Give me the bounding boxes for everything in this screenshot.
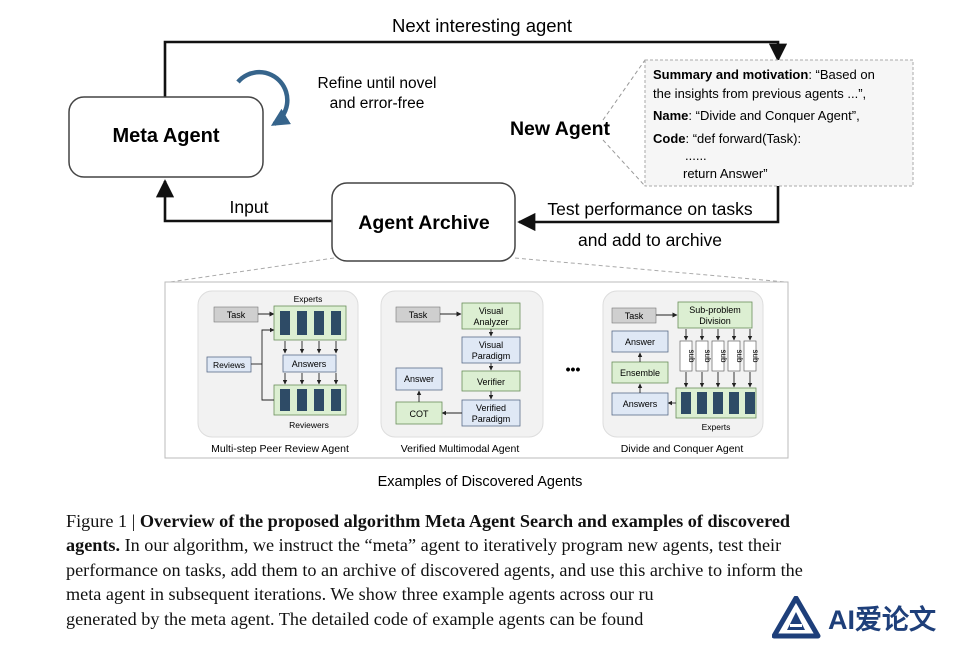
next-agent-label: Next interesting agent (392, 15, 572, 36)
test-label-line2: and add to archive (578, 230, 722, 250)
summary-line2: the insights from previous agents ...”, (653, 86, 866, 101)
dc-sub-label-4: sub (735, 350, 744, 363)
caption-line-1: Figure 1 | Overview of the proposed algo… (66, 509, 918, 533)
caption-prefix: Figure 1 | (66, 511, 140, 531)
mm-verifier-label: Verifier (477, 377, 505, 387)
divide-conquer-agent-diagram: Task Sub-problem Division sub sub sub su… (602, 290, 764, 455)
mm-visual-paradigm-label-2: Paradigm (472, 351, 511, 361)
mm-verified-paradigm-label-2: Paradigm (472, 414, 511, 424)
mm-visual-analyzer-box (461, 302, 521, 330)
dc-sub-label-3: sub (719, 350, 728, 363)
peer-review-agent-diagram: Experts Task Answers Reviewers Reviews M… (197, 290, 359, 455)
dc-experts-label: Experts (702, 422, 731, 432)
refine-loop-icon (236, 69, 291, 126)
watermark-logo: AI爱论文 (772, 596, 937, 639)
input-arrow (155, 179, 332, 223)
meta-agent-label: Meta Agent (112, 125, 219, 147)
watermark-text: AI爱论文 (828, 604, 937, 635)
next-agent-arrow (163, 40, 788, 98)
dc-sub-boxes (679, 340, 757, 372)
agent-archive-box (331, 182, 516, 262)
dc-subproblem-label-2: Division (699, 316, 731, 326)
refine-label-line2: and error-free (330, 95, 425, 112)
test-label-line1: Test performance on tasks (547, 199, 752, 219)
code-line: Code: “def forward(Task): (653, 131, 801, 146)
peer-answers-label: Answers (292, 359, 327, 369)
divide-caption: Divide and Conquer Agent (621, 443, 744, 455)
callout-connector-top (602, 59, 646, 121)
multimodal-agent-diagram: Task Visual Analyzer Visual Paradigm Ver… (380, 290, 544, 455)
caption-line-2-rest: In our algorithm, we instruct the “meta”… (120, 535, 782, 556)
name-line: Name: “Divide and Conquer Agent”, (653, 108, 860, 123)
caption-line-2: agents. In our algorithm, we instruct th… (66, 533, 918, 557)
peer-task-label: Task (227, 310, 246, 320)
agent-archive-label: Agent Archive (358, 212, 490, 234)
code-dots: ...... (685, 148, 707, 163)
dc-sub-label-2: sub (703, 350, 712, 363)
triangle-a-logo-icon (772, 596, 821, 639)
refine-label-line1: Refine until novel (318, 75, 437, 92)
new-agent-label: New Agent (510, 118, 611, 140)
peer-reviewers-label: Reviewers (289, 420, 329, 430)
examples-title: Examples of Discovered Agents (378, 474, 583, 490)
dc-sub-arrows (683, 372, 753, 388)
peer-feedback-loop (261, 327, 275, 401)
dc-answer-label: Answer (625, 337, 655, 347)
peer-review-caption: Multi-step Peer Review Agent (211, 443, 349, 455)
dc-ensemble-label: Ensemble (620, 368, 660, 378)
archive-connector-right (514, 257, 787, 283)
peer-reviewers-blocks (280, 389, 341, 411)
mm-answer-label: Answer (404, 374, 434, 384)
meta-agent-box (68, 96, 264, 178)
peer-experts-blocks (280, 311, 341, 335)
callout-connector-bottom (602, 139, 646, 187)
peer-reviews-box (206, 356, 252, 373)
dc-experts-blocks (681, 392, 755, 414)
dc-sub-label-5: sub (751, 350, 760, 363)
new-agent-code-card (644, 59, 914, 187)
mm-visual-analyzer-label-2: Analyzer (473, 317, 508, 327)
peer-expert-arrows (282, 341, 339, 354)
figure-caption: Figure 1 | Overview of the proposed algo… (66, 509, 918, 631)
caption-title-part1: Overview of the proposed algorithm Meta … (139, 511, 791, 531)
mm-visual-paradigm-box (461, 336, 521, 364)
dc-answer-box (611, 330, 669, 353)
caption-line-5: generated by the meta agent. The detaile… (66, 608, 644, 629)
dc-answers-label: Answers (623, 399, 658, 409)
dc-subproblem-label-1: Sub-problem (689, 305, 741, 315)
caption-line-4: meta agent in subsequent iterations. We … (66, 584, 654, 605)
input-label: Input (230, 197, 269, 217)
peer-answers-box (282, 354, 337, 373)
caption-line-3: performance on tasks, add them to an arc… (66, 559, 803, 580)
peer-reviews-label: Reviews (213, 360, 245, 370)
code-return: return Answer” (683, 166, 768, 181)
mm-task-label: Task (409, 310, 428, 320)
mm-cot-label: COT (410, 409, 430, 419)
peer-experts-label: Experts (294, 294, 323, 304)
multimodal-caption: Verified Multimodal Agent (401, 443, 520, 455)
test-performance-arrow (517, 186, 780, 232)
caption-title-part2: agents. (66, 535, 121, 556)
mm-verified-paradigm-label-1: Verified (476, 403, 506, 413)
mm-visual-paradigm-label-1: Visual (479, 340, 503, 350)
mm-answer-box (395, 367, 443, 391)
dc-sub-label-1: sub (687, 350, 696, 363)
more-agents-ellipsis: ••• (566, 361, 581, 377)
dc-task-label: Task (625, 311, 644, 321)
mm-visual-analyzer-label-1: Visual (479, 306, 503, 316)
meta-agent-search-diagram: Next interesting agent Refine until nove… (68, 15, 914, 490)
dc-division-arrows (683, 329, 753, 341)
archive-connector-left (169, 257, 335, 283)
summary-line1: Summary and motivation: “Based on (653, 67, 875, 82)
peer-answer-arrows (282, 373, 339, 385)
mm-verified-paradigm-box (461, 399, 521, 427)
dc-subproblem-box (677, 301, 753, 329)
